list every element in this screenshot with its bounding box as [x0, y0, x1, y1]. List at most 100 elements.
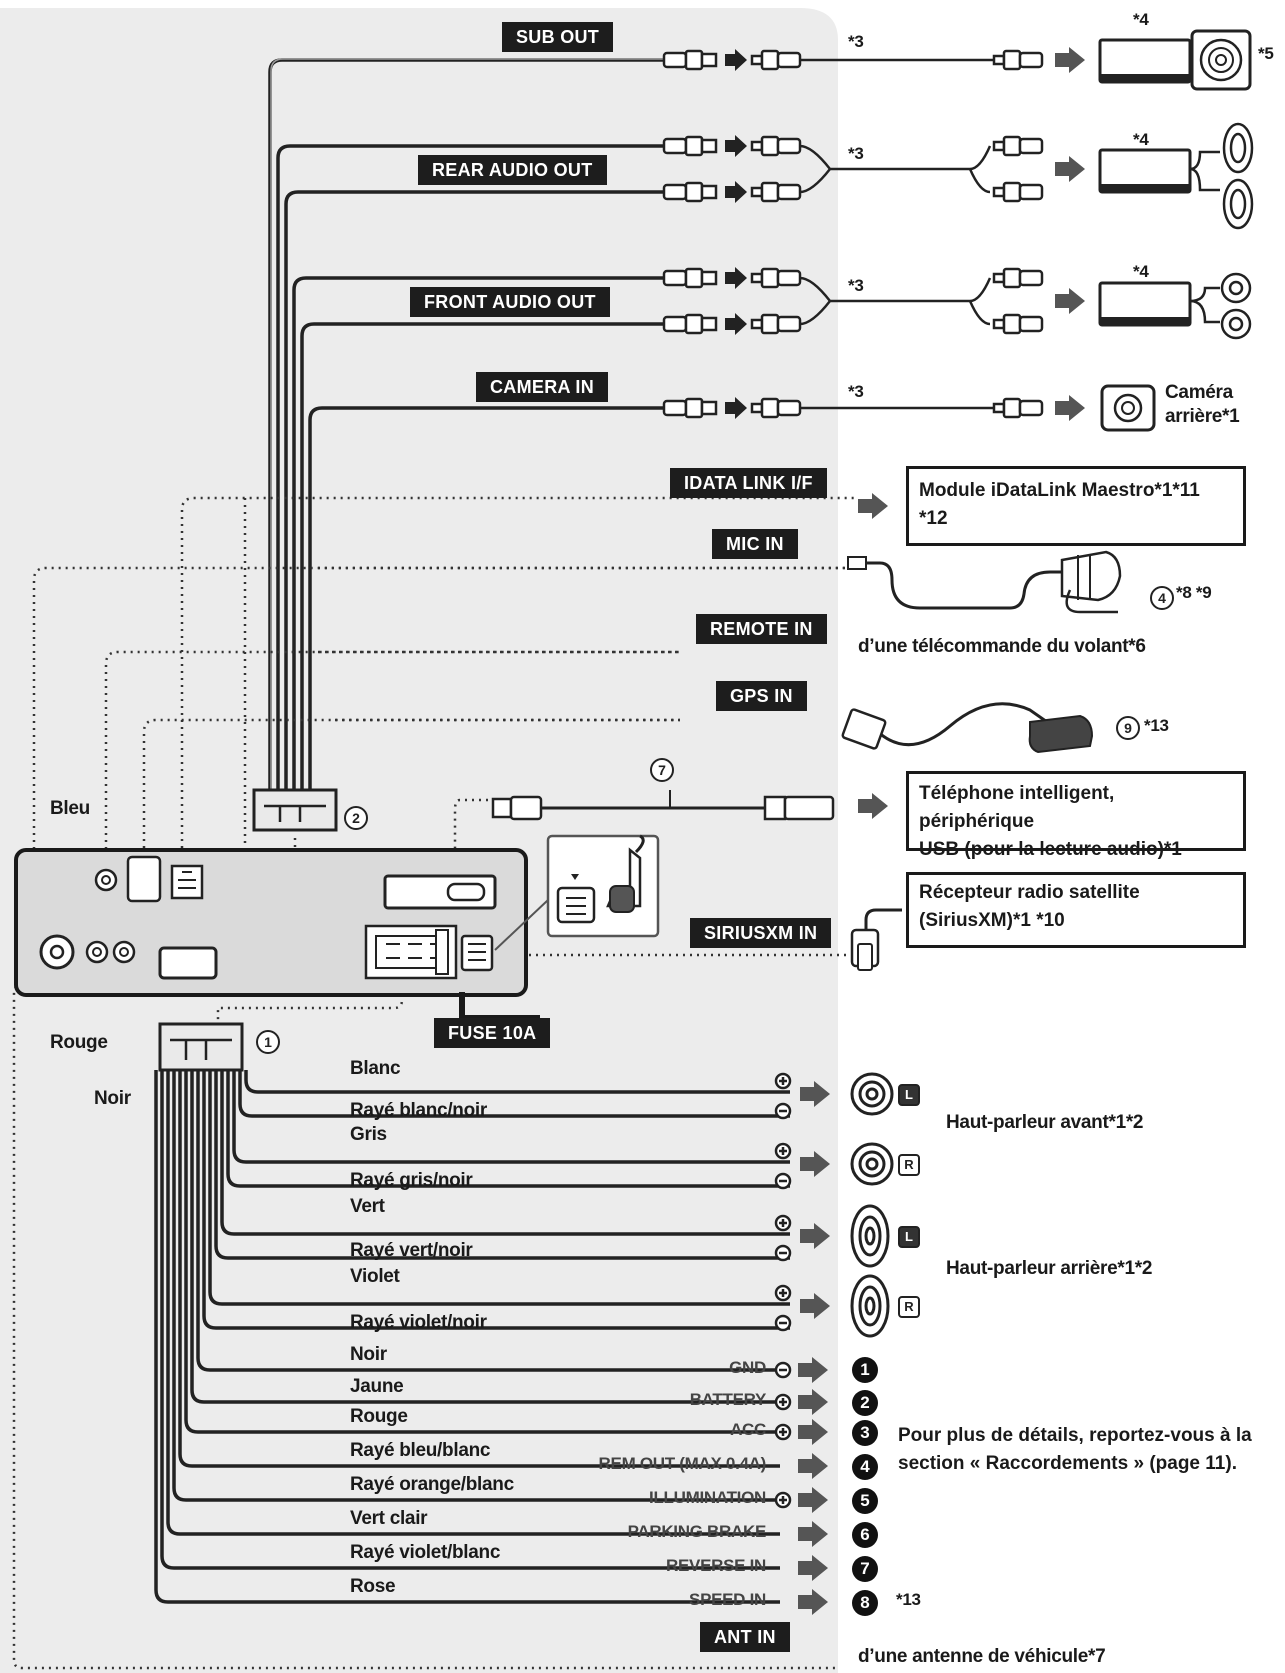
power-wire-color: Rayé orange/blanc — [350, 1474, 514, 1495]
tag-gps-in: GPS IN — [716, 681, 807, 711]
tag-idata-link: IDATA LINK I/F — [670, 468, 827, 498]
power-wire-function: SPEED IN — [689, 1590, 766, 1609]
details-line-1: Pour plus de détails, reportez-vous à la — [898, 1425, 1252, 1446]
power-wire-number-badge: 2 — [852, 1390, 878, 1416]
power-wire-number-badge: 6 — [852, 1522, 878, 1548]
usb-cable — [491, 790, 835, 821]
tag-camera-in: CAMERA IN — [476, 372, 609, 402]
head-unit — [14, 848, 540, 1021]
sirius-label: Récepteur radio satellite — [919, 882, 1140, 903]
details-line-2: section « Raccordements » (page 11). — [898, 1453, 1237, 1474]
camera-icon — [1100, 384, 1156, 432]
note-3-camera: *3 — [848, 382, 864, 401]
bleu-label: Bleu — [50, 798, 90, 819]
power-wire-color: Rayé bleu/blanc — [350, 1440, 491, 1461]
camera-label: Caméra — [1165, 382, 1233, 403]
speaker-side-badge: L — [898, 1084, 920, 1106]
sirius-box: Récepteur radio satellite (SiriusXM)*1 *1… — [906, 872, 1246, 948]
rear-left-speaker-icon — [850, 1204, 890, 1268]
connector-1 — [158, 1022, 244, 1072]
front-speaker-label: Haut-parleur avant*1*2 — [946, 1112, 1144, 1133]
power-wire-number-badge: 8 — [852, 1590, 878, 1616]
power-wire-color: Rouge — [350, 1406, 408, 1427]
note-5: *5 — [1258, 44, 1274, 63]
power-wire-color: Rayé violet/blanc — [350, 1542, 501, 1563]
note-3-rear: *3 — [848, 144, 864, 163]
note-4-rear: *4 — [1133, 130, 1149, 149]
idatalink-box: Module iDataLink Maestro*1*11 *12 — [906, 466, 1246, 546]
callout-4: 4 — [1150, 586, 1174, 610]
wire-label: Rayé violet/noir — [350, 1312, 487, 1333]
power-wire-function: ILLUMINATION — [649, 1488, 766, 1507]
tag-front-audio-out: FRONT AUDIO OUT — [410, 287, 610, 317]
idatalink-label: Module iDataLink Maestro*1*11 *12 — [919, 480, 1200, 529]
tag-remote-in: REMOTE IN — [696, 614, 827, 644]
power-wire-number-badge: 4 — [852, 1454, 878, 1480]
front-right-speaker-icon — [850, 1142, 894, 1186]
power-wire-number-badge: 7 — [852, 1556, 878, 1582]
power-wire-number-badge: 1 — [852, 1357, 878, 1383]
power-wire-function: PARKING BRAKE — [627, 1522, 767, 1541]
usb-label-2: USB (pour la lecture audio)*1 — [919, 839, 1182, 860]
callout-2: 2 — [344, 806, 368, 830]
power-wire-color: Jaune — [350, 1376, 404, 1397]
wire-label: Rayé gris/noir — [350, 1170, 473, 1191]
tag-sub-out: SUB OUT — [502, 22, 614, 52]
power-wire-function: GND — [729, 1358, 766, 1377]
front-speaker-icon — [1189, 272, 1252, 340]
note-4-front: *4 — [1133, 262, 1149, 281]
speaker-side-badge: L — [898, 1226, 920, 1248]
callout-9: 9 — [1116, 716, 1140, 740]
subwoofer-icon — [1190, 29, 1252, 91]
gps-antenna-icon — [841, 702, 1094, 754]
tag-fuse: FUSE 10A — [434, 1018, 551, 1048]
speaker-side-badge: R — [898, 1296, 920, 1318]
rouge-label: Rouge — [50, 1032, 108, 1053]
callout-7: 7 — [650, 758, 674, 782]
power-wire-color: Noir — [350, 1344, 387, 1365]
gps-ref-note: *13 — [1144, 716, 1169, 735]
sirius-label-2: (SiriusXM)*1 *10 — [919, 910, 1065, 931]
camera-label-2: arrière*1 — [1165, 406, 1240, 427]
mic-ref-note: *8 *9 — [1176, 583, 1212, 602]
details-note: Pour plus de détails, reportez-vous à la… — [898, 1422, 1252, 1478]
tag-rear-audio-out: REAR AUDIO OUT — [418, 155, 607, 185]
power-wire-function: REVERSE IN — [666, 1556, 766, 1575]
microphone-icon — [847, 550, 1122, 614]
speed-ref-note: *13 — [896, 1590, 921, 1609]
power-wire-function: ACC — [730, 1420, 766, 1439]
wire-label: Blanc — [350, 1058, 401, 1079]
note-3-front: *3 — [848, 276, 864, 295]
note-4-sub: *4 — [1133, 10, 1149, 29]
tag-mic-in: MIC IN — [712, 529, 798, 559]
rear-speaker-icon — [1189, 122, 1254, 230]
wire-label: Rayé blanc/noir — [350, 1100, 487, 1121]
callout-1: 1 — [256, 1030, 280, 1054]
power-wire-function: BATTERY — [689, 1390, 767, 1409]
power-wire-color: Vert clair — [350, 1508, 428, 1529]
connector-2 — [252, 788, 338, 832]
siriusxm-plug — [850, 908, 902, 971]
power-wire-function: REM OUT (MAX 0.4A) — [598, 1454, 767, 1473]
front-left-speaker-icon — [850, 1072, 894, 1116]
siriusxm-connector-detail — [494, 834, 660, 951]
wire-label: Gris — [350, 1124, 387, 1145]
noir-label: Noir — [94, 1088, 131, 1109]
antenna-label: d’une antenne de véhicule*7 — [858, 1646, 1106, 1667]
remote-label: d’une télécommande du volant*6 — [858, 636, 1146, 657]
power-wire-number-badge: 3 — [852, 1420, 878, 1446]
usb-label: Téléphone intelligent, périphérique — [919, 783, 1115, 832]
wire-label: Vert — [350, 1196, 385, 1217]
note-3-sub: *3 — [848, 32, 864, 51]
speaker-side-badge: R — [898, 1154, 920, 1176]
tag-siriusxm-in: SIRIUSXM IN — [690, 918, 832, 948]
wire-label: Rayé vert/noir — [350, 1240, 473, 1261]
amplifier-icon — [1098, 38, 1192, 84]
rear-right-speaker-icon — [850, 1274, 890, 1338]
wire-label: Violet — [350, 1266, 400, 1287]
tag-ant-in: ANT IN — [700, 1622, 790, 1652]
power-wire-number-badge: 5 — [852, 1488, 878, 1514]
